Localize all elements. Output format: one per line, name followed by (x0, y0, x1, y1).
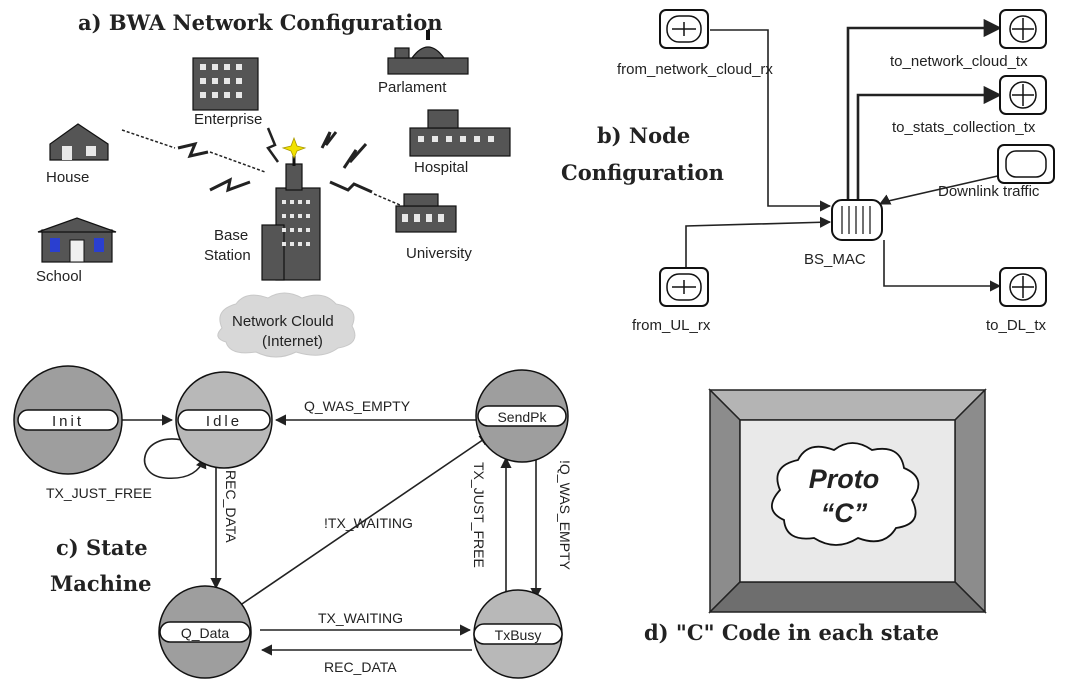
panel-c-title-line1: c) State (56, 535, 148, 560)
panel-c-state-machine: c) State Machine Init Idle (13, 365, 573, 679)
state-txbusy-label: TxBusy (495, 627, 542, 643)
label-university: University (406, 245, 472, 262)
panel-c-title-line2: Machine (50, 571, 152, 596)
node-from-network-cloud-rx (659, 9, 709, 49)
label-parliament: Parlament (378, 79, 447, 96)
label-from-network-cloud-rx: from_network_cloud_rx (617, 61, 773, 78)
label-enterprise: Enterprise (194, 111, 262, 128)
bolt-left (209, 177, 251, 193)
state-sendpk: SendPk (475, 369, 569, 463)
code-cloud-line2: “C” (821, 498, 868, 528)
bolt-up-2 (342, 143, 368, 169)
enterprise-icon (192, 57, 259, 111)
label-rec-data-down: REC_DATA (223, 470, 239, 543)
bolt-house (177, 141, 209, 159)
panel-d-c-code: Proto “C” d) "C" Code in each state (644, 388, 987, 645)
label-tx-just-free-vert: TX_JUST_FREE (471, 462, 487, 568)
state-idle-label: Idle (206, 413, 242, 430)
state-init: Init (13, 365, 123, 475)
transition-not-tx-waiting (235, 434, 491, 609)
label-house: House (46, 169, 89, 186)
label-tx-just-free-loop: TX_JUST_FREE (46, 485, 152, 501)
label-network-cloud: Network Clould (232, 313, 334, 330)
node-to-stats-collection-tx (999, 75, 1047, 115)
panel-a-network-configuration: a) BWA Network Configuration Enterprise (36, 10, 511, 358)
panel-b-title-line1: b) Node (597, 123, 690, 148)
state-q-data-label: Q_Data (181, 625, 229, 641)
house-icon (49, 123, 109, 161)
state-idle: Idle (175, 371, 273, 469)
label-base-station-line2: Station (204, 247, 251, 264)
label-to-dl-tx: to_DL_tx (986, 317, 1047, 334)
code-cloud-icon (771, 442, 920, 546)
label-base-station-line1: Base (214, 227, 248, 244)
label-hospital: Hospital (414, 159, 468, 176)
label-downlink-traffic: Downlink traffic (938, 183, 1040, 200)
transition-tx-just-free-loop (143, 438, 207, 480)
node-to-dl-tx (999, 267, 1047, 307)
panel-a-title: a) BWA Network Configuration (78, 10, 443, 35)
school-icon (37, 217, 117, 263)
node-to-network-cloud-tx (999, 9, 1047, 49)
link-house-2 (209, 151, 266, 173)
label-bs-mac: BS_MAC (804, 251, 866, 268)
label-internet: (Internet) (262, 333, 323, 350)
university-icon (395, 193, 457, 233)
label-tx-waiting: TX_WAITING (318, 610, 403, 626)
hospital-icon (409, 109, 511, 157)
label-school: School (36, 268, 82, 285)
label-not-tx-waiting: !TX_WAITING (324, 515, 413, 531)
label-rec-data-back: REC_DATA (324, 659, 397, 675)
bolt-enterprise (266, 127, 280, 163)
parliament-icon (387, 30, 469, 75)
state-init-label: Init (52, 413, 84, 430)
label-to-stats-collection-tx: to_stats_collection_tx (892, 119, 1036, 136)
signal-star-icon (281, 136, 307, 160)
state-q-data: Q_Data (158, 585, 252, 679)
label-to-network-cloud-tx: to_network_cloud_tx (890, 53, 1028, 70)
panel-b-title-line2: Configuration (561, 160, 724, 185)
link-house (121, 129, 176, 149)
node-connections (685, 18, 1003, 292)
state-sendpk-label: SendPk (497, 409, 547, 425)
node-bs-mac (831, 199, 883, 241)
bolt-right (329, 180, 373, 194)
label-not-q-was-empty: !Q_WAS_EMPTY (557, 460, 573, 571)
node-from-ul-rx (659, 267, 709, 307)
panel-b-node-configuration: b) Node Configuration from_network_cloud… (561, 9, 1055, 334)
code-cloud-line1: Proto (809, 464, 880, 494)
state-txbusy: TxBusy (473, 589, 563, 679)
link-university (373, 193, 401, 206)
label-q-was-empty: Q_WAS_EMPTY (304, 398, 411, 414)
base-station-icon (261, 136, 321, 281)
state-transitions (120, 414, 542, 656)
network-cloud-icon (217, 292, 356, 358)
node-downlink-traffic (997, 144, 1055, 184)
label-from-ul-rx: from_UL_rx (632, 317, 711, 334)
wireless-links (121, 127, 401, 206)
bolt-up-1 (320, 131, 338, 149)
panel-d-title: d) "C" Code in each state (644, 620, 939, 645)
